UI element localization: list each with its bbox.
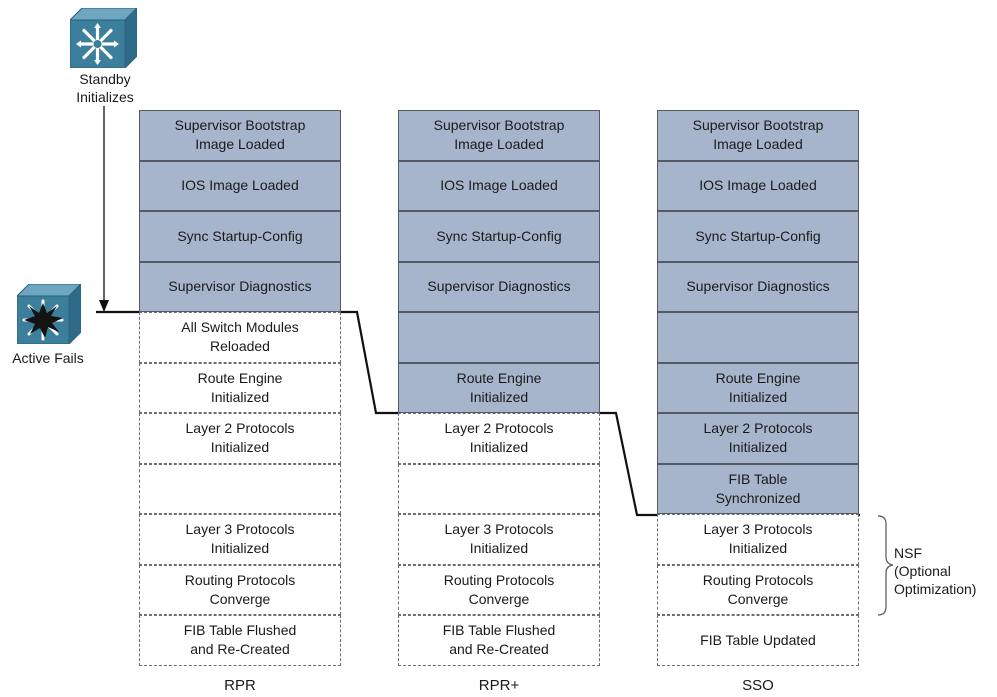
stage-cell: Layer 2 Protocols Initialized [398,413,600,464]
stage-cell: Sync Startup-Config [398,211,600,262]
stage-cell: Route Engine Initialized [657,362,859,413]
stage-cell: FIB Table Synchronized [657,463,859,514]
stage-cell: Routing Protocols Converge [139,564,341,615]
stage-cell: Supervisor Diagnostics [657,261,859,312]
stage-cell: Sync Startup-Config [657,211,859,262]
stage-cell: IOS Image Loaded [139,160,341,211]
stage-cell: Layer 3 Protocols Initialized [139,514,341,565]
nsf-brace [877,515,894,616]
stage-cell: All Switch Modules Reloaded [139,312,341,363]
stage-cell: Sync Startup-Config [139,211,341,262]
stage-cell: Supervisor Diagnostics [398,261,600,312]
switch-icon [70,8,137,68]
stage-cell: FIB Table Flushed and Re-Created [398,615,600,666]
stage-cell: Layer 2 Protocols Initialized [139,413,341,464]
standby-initializes-label: Standby Initializes [76,71,134,105]
stage-cell: Supervisor Diagnostics [139,261,341,312]
stage-cell: Supervisor Bootstrap Image Loaded [657,110,859,161]
failed-switch-icon [17,284,81,344]
stage-cell: Routing Protocols Converge [657,564,859,615]
stage-cell [398,463,600,514]
column-label: RPR+ [478,677,520,694]
stage-cell: Route Engine Initialized [139,362,341,413]
stage-cell: FIB Table Flushed and Re-Created [139,615,341,666]
stage-cell: Routing Protocols Converge [398,564,600,615]
column-label: SSO [742,677,774,694]
column-label: RPR [224,677,256,694]
stage-cell [398,312,600,363]
stage-cell: IOS Image Loaded [657,160,859,211]
stage-cell: Layer 3 Protocols Initialized [398,514,600,565]
nsf-label: NSF (Optional Optimization) [894,545,977,597]
stage-cell: Route Engine Initialized [398,362,600,413]
stage-cell [657,312,859,363]
stage-cell: Layer 2 Protocols Initialized [657,413,859,464]
standby-arrow-head [99,300,109,312]
stage-cell: Layer 3 Protocols Initialized [657,514,859,565]
stage-cell: Supervisor Bootstrap Image Loaded [139,110,341,161]
stage-cell: Supervisor Bootstrap Image Loaded [398,110,600,161]
stage-cell: FIB Table Updated [657,615,859,666]
stage-cell [139,463,341,514]
stage-cell: IOS Image Loaded [398,160,600,211]
active-fails-label: Active Fails [12,350,84,366]
